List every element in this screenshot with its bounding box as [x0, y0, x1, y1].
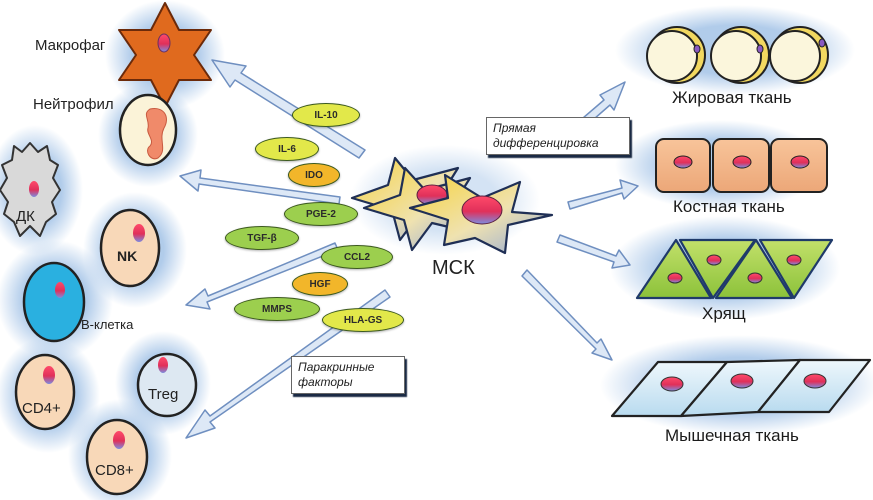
- arrow-to-nk: [185, 242, 339, 310]
- label-cd8: CD8+: [95, 462, 134, 479]
- nucleus-icon: [660, 376, 684, 392]
- nucleus-icon: [818, 38, 826, 48]
- cd4-cell: [14, 353, 76, 431]
- note-differentiation: Прямая дифференцировка: [486, 117, 630, 155]
- label-b-cell: В-клетка: [81, 317, 134, 332]
- cartilage-tissue: [635, 238, 834, 300]
- factor-il6: IL-6: [255, 137, 319, 161]
- arrow-to-cartilage: [556, 234, 631, 269]
- label-cartilage: Хрящ: [702, 304, 746, 323]
- factor-mmps: MMPS: [234, 297, 320, 321]
- fat-tissue: [646, 26, 829, 84]
- note-paracrine: Паракринные факторы: [291, 356, 405, 394]
- note-differentiation-line1: Прямая: [493, 121, 536, 135]
- nucleus-icon: [732, 155, 752, 169]
- nucleus-icon: [756, 44, 764, 54]
- nucleus-icon: [790, 155, 810, 169]
- arrow-to-macrophage: [211, 59, 366, 159]
- label-bone-tissue: Костная ткань: [673, 197, 785, 216]
- cd8-cell: [85, 418, 149, 496]
- note-paracrine-line2: факторы: [298, 375, 353, 389]
- neutrophil-cell: [118, 93, 178, 167]
- label-neutrophil: Нейтрофил: [33, 96, 114, 113]
- factor-hgf: HGF: [292, 272, 348, 296]
- note-differentiation-line2: дифференцировка: [493, 136, 599, 150]
- arrow-to-bone: [567, 179, 639, 210]
- label-treg: Treg: [148, 386, 179, 403]
- factor-tgfb: TGF-β: [225, 226, 299, 250]
- arrow-to-muscle: [521, 269, 613, 361]
- nucleus-icon: [461, 195, 503, 225]
- nucleus-icon: [158, 357, 168, 373]
- nucleus-icon: [673, 155, 693, 169]
- nucleus-icon: [786, 254, 802, 266]
- nucleus-icon: [667, 272, 683, 284]
- label-nk: NK: [117, 248, 138, 264]
- nucleus-icon: [113, 431, 125, 449]
- factor-hla-gs: HLA-GS: [322, 308, 404, 332]
- muscle-tissue: [610, 358, 872, 418]
- label-fat-tissue: Жировая ткань: [672, 88, 792, 107]
- nucleus-icon: [133, 224, 145, 242]
- arrow-to-neutrophil: [179, 169, 341, 205]
- bone-tissue: [655, 138, 828, 193]
- nucleus-icon: [43, 366, 55, 384]
- msc-cells: [350, 156, 554, 255]
- factor-ccl2: CCL2: [321, 245, 393, 269]
- dendritic-cell: [0, 142, 61, 237]
- factor-pge2: PGE-2: [284, 202, 358, 226]
- label-cd4: CD4+: [22, 400, 61, 417]
- treg-cell: [136, 352, 198, 418]
- factor-il10: IL-10: [292, 103, 360, 127]
- label-msc: МСК: [432, 257, 475, 279]
- b-cell: [22, 261, 86, 343]
- nucleus-icon: [157, 33, 171, 53]
- label-muscle-tissue: Мышечная ткань: [665, 426, 799, 445]
- nucleus-icon: [29, 181, 39, 197]
- label-dc: ДК: [16, 208, 35, 225]
- note-paracrine-line1: Паракринные: [298, 360, 375, 374]
- nucleus-icon: [55, 282, 65, 298]
- nucleus-icon: [747, 272, 763, 284]
- nucleus-icon: [693, 44, 701, 54]
- nucleus-icon: [803, 373, 827, 389]
- nucleus-icon: [706, 254, 722, 266]
- nucleus-icon: [730, 373, 754, 389]
- factor-ido: IDO: [288, 163, 340, 187]
- nk-cell: [99, 208, 161, 288]
- label-macrophage: Макрофаг: [35, 37, 106, 54]
